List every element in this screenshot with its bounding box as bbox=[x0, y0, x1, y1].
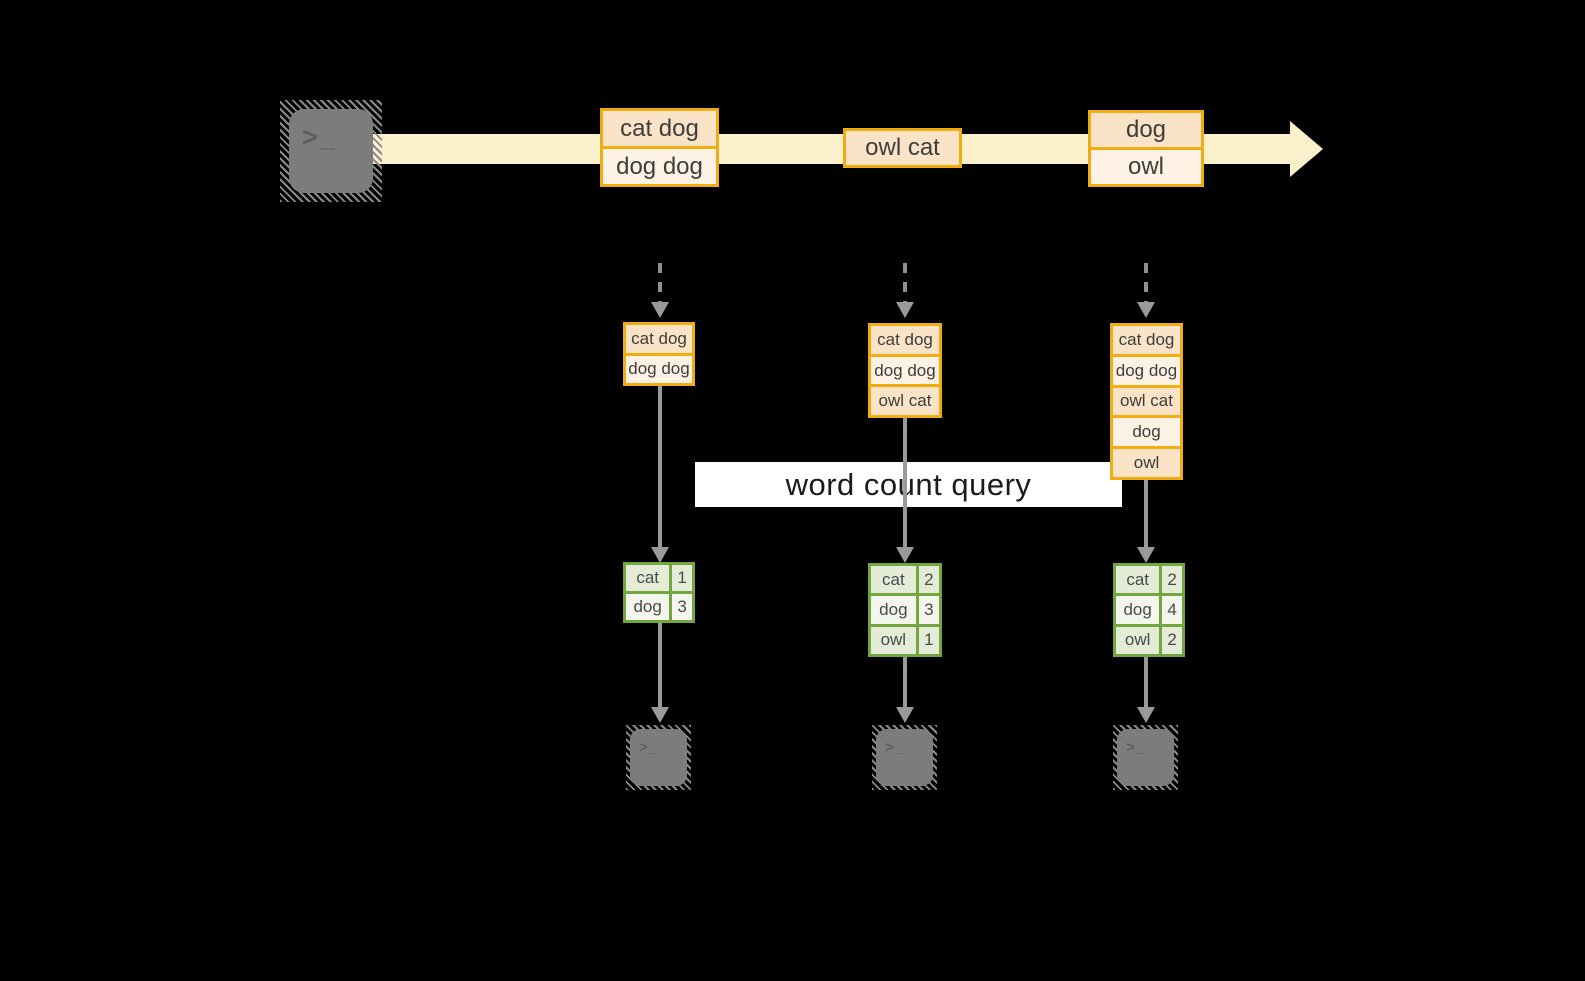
arrowhead-icon bbox=[896, 547, 914, 563]
input-state-2: cat dog dog dog owl cat bbox=[868, 323, 942, 418]
state-record: dog bbox=[1113, 418, 1180, 447]
state-record: dog dog bbox=[1113, 356, 1180, 385]
arrowhead-icon bbox=[651, 707, 669, 723]
word-cell: dog bbox=[871, 596, 916, 624]
input-state-1: cat dog dog dog bbox=[623, 322, 695, 386]
terminal-prompt-glyph: >_ bbox=[885, 739, 905, 756]
count-cell: 4 bbox=[1162, 596, 1182, 624]
arrowhead-icon bbox=[1137, 302, 1155, 318]
state-record: owl bbox=[1113, 449, 1180, 477]
terminal-prompt-glyph: >_ bbox=[1126, 739, 1146, 756]
source-terminal-icon: >_ bbox=[280, 100, 382, 202]
query-label-box: word count query bbox=[695, 462, 1122, 507]
sink-terminal-icon: >_ bbox=[872, 725, 937, 790]
stream-record: owl bbox=[1091, 150, 1201, 184]
state-record: cat dog bbox=[1113, 326, 1180, 354]
arrowhead-icon bbox=[1137, 707, 1155, 723]
count-cell: 2 bbox=[918, 566, 939, 594]
output-arrow bbox=[658, 622, 662, 707]
state-record: owl cat bbox=[871, 387, 939, 416]
count-cell: 3 bbox=[918, 596, 939, 624]
arrowhead-icon bbox=[896, 302, 914, 318]
stream-record: dog bbox=[1091, 113, 1201, 147]
sink-terminal-icon: >_ bbox=[626, 725, 691, 790]
arrowhead-icon bbox=[651, 547, 669, 563]
word-cell: owl bbox=[871, 626, 916, 654]
query-arrow bbox=[1144, 480, 1148, 547]
trigger-dashed-arrow bbox=[903, 263, 907, 303]
wordcount-table-2: cat 2 dog 3 owl 1 bbox=[868, 563, 942, 657]
stream-record: cat dog bbox=[603, 111, 716, 146]
word-cell: cat bbox=[626, 565, 670, 591]
output-arrow bbox=[1144, 657, 1148, 707]
state-record: cat dog bbox=[626, 325, 692, 353]
terminal-body bbox=[1117, 729, 1174, 786]
wordcount-table-3: cat 2 dog 4 owl 2 bbox=[1113, 563, 1185, 657]
stream-batch-1: cat dog dog dog bbox=[600, 108, 719, 187]
arrowhead-icon bbox=[896, 707, 914, 723]
stream-record: dog dog bbox=[603, 149, 716, 184]
state-record: dog dog bbox=[626, 355, 692, 383]
count-cell: 1 bbox=[918, 626, 939, 654]
terminal-body bbox=[876, 729, 933, 786]
stream-arrowhead-icon bbox=[1290, 121, 1323, 177]
trigger-dashed-arrow bbox=[1144, 263, 1148, 303]
output-arrow bbox=[903, 657, 907, 707]
state-record: dog dog bbox=[871, 356, 939, 385]
word-cell: cat bbox=[1116, 566, 1160, 594]
query-arrow bbox=[658, 386, 662, 547]
input-state-3: cat dog dog dog owl cat dog owl bbox=[1110, 323, 1183, 480]
stream-batch-2: owl cat bbox=[843, 128, 962, 168]
word-cell: dog bbox=[626, 594, 670, 620]
terminal-body bbox=[289, 109, 373, 193]
count-cell: 2 bbox=[1162, 566, 1182, 594]
trigger-dashed-arrow bbox=[658, 263, 662, 303]
state-record: owl cat bbox=[1113, 387, 1180, 416]
terminal-body bbox=[630, 729, 687, 786]
count-cell: 2 bbox=[1162, 626, 1182, 654]
stream-batch-3: dog owl bbox=[1088, 110, 1204, 187]
sink-terminal-icon: >_ bbox=[1113, 725, 1178, 790]
word-cell: cat bbox=[871, 566, 916, 594]
query-label: word count query bbox=[785, 466, 1032, 502]
word-cell: owl bbox=[1116, 626, 1160, 654]
count-cell: 1 bbox=[672, 565, 692, 591]
stream-record: owl cat bbox=[846, 131, 959, 165]
count-cell: 3 bbox=[672, 594, 692, 620]
query-arrow bbox=[903, 418, 907, 547]
arrowhead-icon bbox=[1137, 547, 1155, 563]
wordcount-table-1: cat 1 dog 3 bbox=[623, 562, 695, 623]
word-cell: dog bbox=[1116, 596, 1160, 624]
arrowhead-icon bbox=[651, 302, 669, 318]
terminal-prompt-glyph: >_ bbox=[302, 122, 337, 152]
state-record: cat dog bbox=[871, 326, 939, 354]
terminal-prompt-glyph: >_ bbox=[639, 739, 659, 756]
